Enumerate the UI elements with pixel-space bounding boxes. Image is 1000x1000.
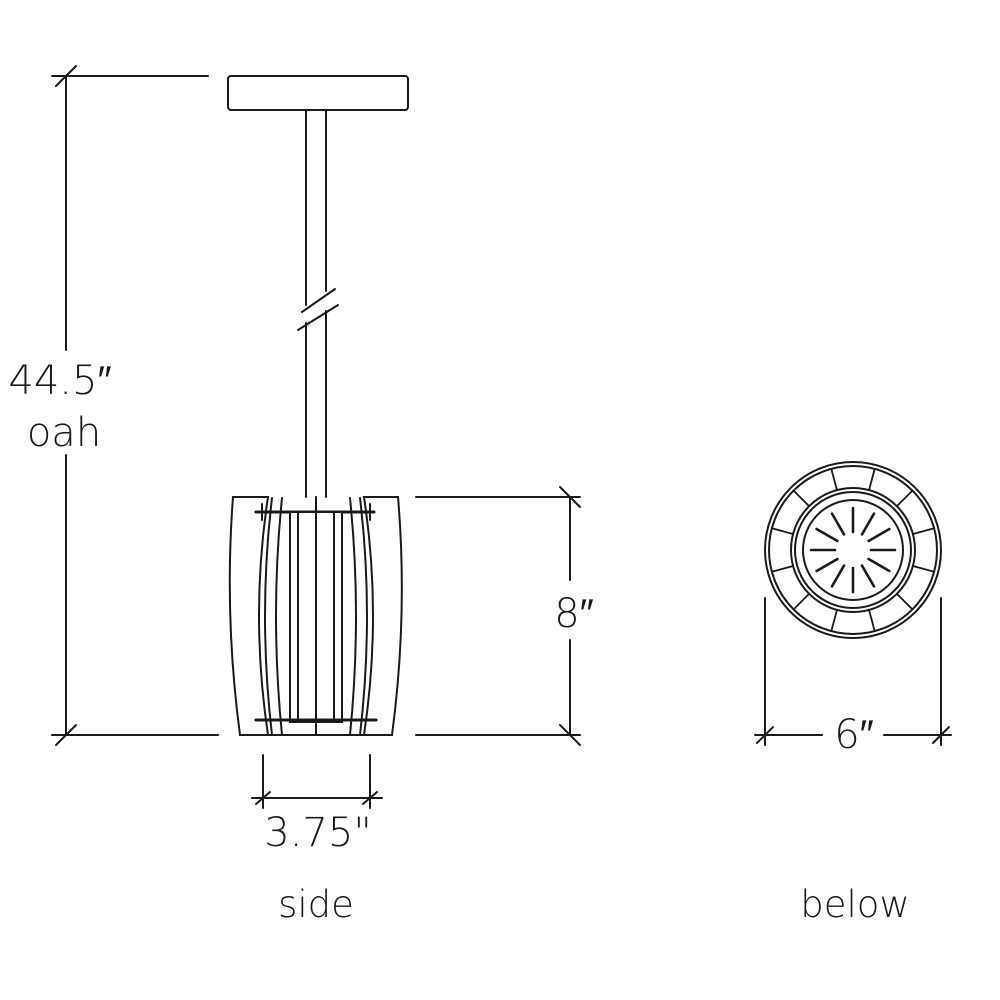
inner-rib-mark — [830, 564, 846, 588]
stem — [297, 109, 339, 498]
inner-rib-mark — [815, 557, 839, 573]
outer-slat-mark — [895, 489, 914, 508]
side-view: 44.5″ oah 8″ 3.75" side — [8, 65, 594, 926]
outer-slat-mark — [868, 609, 876, 632]
diameter-label: 6″ — [834, 712, 874, 758]
outer-slat-mark — [771, 527, 794, 535]
overall-height-label: 44.5″ — [8, 358, 111, 404]
overall-height-dimension — [51, 65, 219, 746]
outer-slat-mark — [895, 592, 914, 611]
outer-slat-mark — [912, 565, 935, 573]
outer-slat-mark — [830, 609, 838, 632]
side-view-label: side — [278, 883, 354, 926]
shade-bottom-plan — [764, 461, 942, 639]
overall-height-note: oah — [27, 410, 101, 456]
outer-slat-mark — [868, 467, 876, 492]
outer-slat-mark — [912, 527, 935, 535]
shade-height-dimension — [415, 486, 581, 746]
outer-slat-mark — [771, 565, 794, 573]
base-width-label: 3.75" — [264, 810, 371, 856]
below-view: 6″ below — [754, 461, 952, 926]
inner-rib-mark — [867, 527, 891, 543]
base-width-dimension — [251, 754, 383, 809]
outer-slat-mark — [792, 489, 811, 508]
inner-rib-mark — [867, 557, 891, 573]
outer-slat-mark — [830, 467, 838, 492]
outer-slat-marks — [771, 467, 935, 632]
inner-rib-mark — [860, 512, 876, 536]
inner-rib-mark — [860, 564, 876, 588]
outer-slat-mark — [792, 592, 811, 611]
below-view-label: below — [800, 883, 909, 926]
diameter-dimension — [754, 597, 952, 746]
inner-rib-mark — [815, 527, 839, 543]
canopy — [227, 75, 409, 111]
inner-rib-mark — [830, 512, 846, 536]
inner-rib-marks — [809, 506, 897, 594]
shade-height-label: 8″ — [554, 591, 594, 637]
shade — [228, 496, 403, 736]
